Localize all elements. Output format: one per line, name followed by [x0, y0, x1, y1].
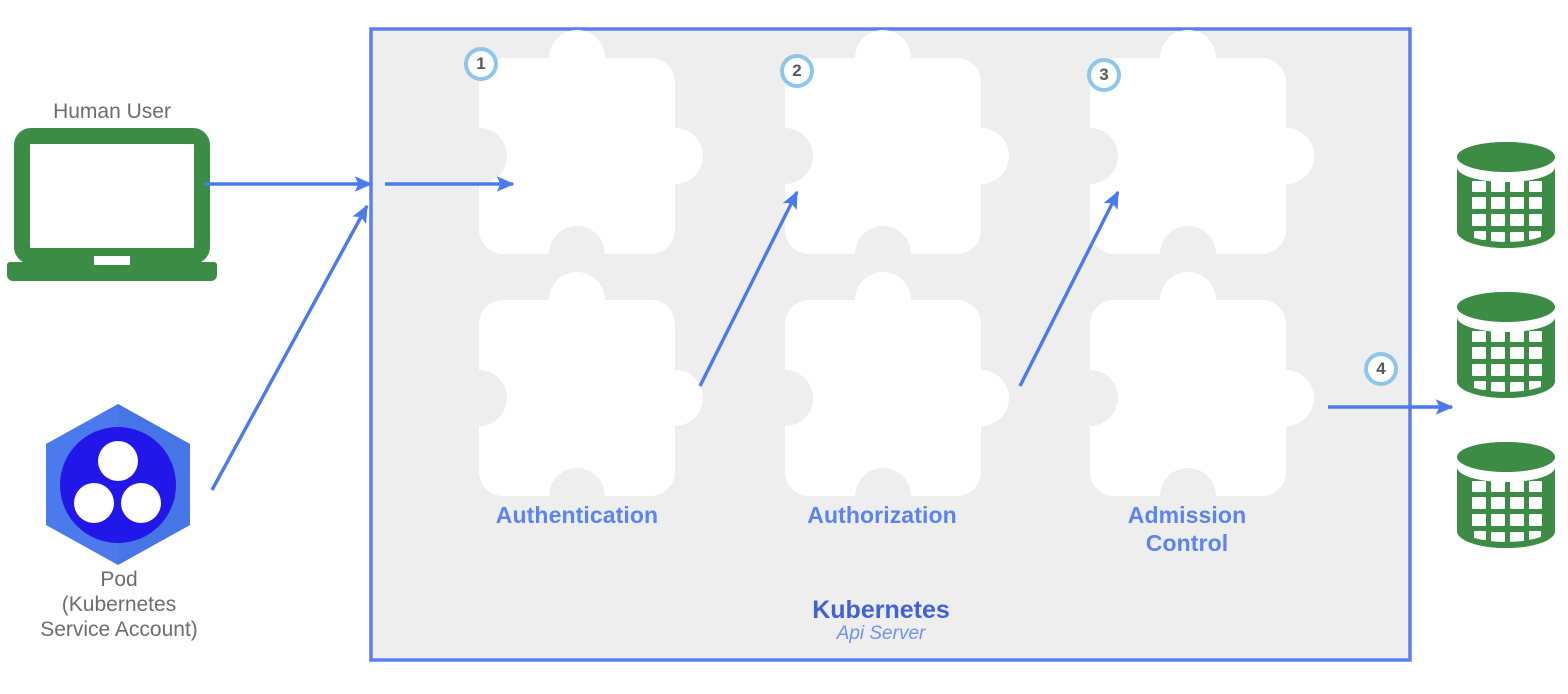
- api-server-box-subtitle: Api Server: [836, 623, 926, 644]
- step-markers: [464, 47, 1398, 386]
- human-user-label: Human User: [53, 100, 171, 123]
- api-server-box-title: Kubernetes: [812, 596, 950, 624]
- database-cylinder-icon-3: [1457, 442, 1555, 548]
- kubernetes-pod-hexagon-icon: [46, 404, 190, 565]
- stage-label-admission-control-line-1: Admission: [1127, 502, 1247, 528]
- pod-label-line-3: Service Account): [40, 618, 198, 641]
- database-cylinder-icon-1: [1457, 142, 1555, 248]
- pod-label-line-1: Pod: [100, 568, 138, 591]
- step-marker-3: 3: [1099, 65, 1109, 84]
- step-marker-1: 1: [476, 54, 486, 73]
- pod-label-line-2: (Kubernetes: [61, 593, 177, 616]
- step-marker-2: 2: [792, 61, 802, 80]
- stage-label-authorization: Authorization: [807, 502, 957, 528]
- arrow-pod-to-api-server: [210, 204, 369, 491]
- arrow-authorization-to-admission-control: [1018, 190, 1120, 387]
- stage-label-authentication: Authentication: [495, 502, 659, 528]
- stage-label-admission-control-line-2: Control: [1145, 530, 1229, 556]
- database-cylinder-icon-2: [1457, 292, 1555, 398]
- arrow-authentication-to-authorization: [698, 190, 799, 387]
- step-marker-4: 4: [1376, 359, 1386, 378]
- laptop-icon: [7, 128, 217, 281]
